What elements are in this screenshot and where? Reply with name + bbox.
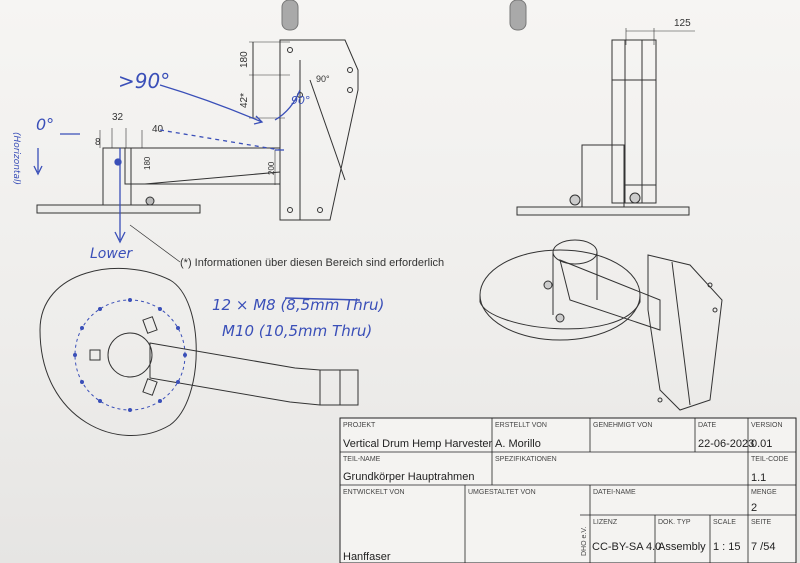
binder-rings xyxy=(281,0,527,31)
tb-label-file-name: DATEI-NAME xyxy=(593,489,636,496)
handwriting-zero-deg: 0° xyxy=(36,115,54,134)
front-view xyxy=(516,28,695,216)
tb-label-quantity: MENGE xyxy=(751,489,777,496)
tb-label-date: DATE xyxy=(698,422,716,429)
title-block: PROJEKT ERSTELLT VON GENEHMIGT VON DATE … xyxy=(339,417,797,563)
drawing-note: (*) Informationen über diesen Bereich si… xyxy=(180,257,444,269)
tb-page: 7 /54 xyxy=(751,541,775,553)
tb-part-code: 1.1 xyxy=(751,472,766,484)
side-view xyxy=(36,39,359,263)
tb-label-created-by: ERSTELLT VON xyxy=(495,422,547,429)
tb-developed-by: Hanffaser xyxy=(343,551,391,563)
tb-label-redesigned-by: UMGESTALTET VON xyxy=(468,489,536,496)
top-view xyxy=(39,268,359,436)
tb-label-part-code: TEIL-CODE xyxy=(751,456,789,463)
handwriting-bolts-line2: M10 (10,5mm Thru) xyxy=(222,322,372,340)
tb-doc-type: Assembly xyxy=(658,541,706,553)
dim-200-label: 200 xyxy=(267,161,276,175)
tb-label-license: LIZENZ xyxy=(593,519,618,526)
handwritten-marks xyxy=(33,84,361,301)
tb-org: DHO e.V. xyxy=(581,527,588,556)
dim-180-label: 180 xyxy=(239,51,250,68)
tb-part-name: Grundkörper Hauptrahmen xyxy=(343,471,474,483)
tb-label-project: PROJEKT xyxy=(343,422,376,429)
tb-label-doc-type: DOK. TYP xyxy=(658,519,691,526)
dim-32-label: 32 xyxy=(112,112,124,123)
tb-quantity: 2 xyxy=(751,502,757,514)
tb-label-approved-by: GENEHMIGT VON xyxy=(593,422,652,429)
bolt-holes xyxy=(73,298,187,412)
tb-scale: 1 : 15 xyxy=(713,541,741,553)
dim-180b-label: 180 xyxy=(143,156,152,170)
handwriting-horizontal: (Horizontal) xyxy=(11,132,21,185)
tb-date: 22-06-2023 xyxy=(698,438,754,450)
tb-license: CC-BY-SA 4.0 xyxy=(592,541,661,553)
dim-42-label: 42* xyxy=(239,93,250,108)
tb-label-page: SEITE xyxy=(751,519,772,526)
tb-version: 0.01 xyxy=(751,438,772,450)
handwriting-angle-gt90: >90° xyxy=(118,69,170,93)
tb-created-by: A. Morillo xyxy=(495,438,541,450)
dim-40-label: 40 xyxy=(152,124,164,135)
handwriting-lower: Lower xyxy=(90,246,133,262)
tb-label-scale: SCALE xyxy=(713,519,736,526)
tb-label-part-name: TEIL-NAME xyxy=(343,456,381,463)
isometric-view xyxy=(479,239,723,411)
tb-project: Vertical Drum Hemp Harvester xyxy=(343,438,492,450)
handwriting-angle-90: 90° xyxy=(291,94,311,107)
dim-8-label: 8 xyxy=(95,137,101,148)
dim-angle-90-label: 90° xyxy=(316,74,330,84)
handwriting-bolts-line1: 12 × M8 (8,5mm Thru) xyxy=(212,296,384,314)
tb-label-developed-by: ENTWICKELT VON xyxy=(343,489,405,496)
dim-125-label: 125 xyxy=(674,18,691,29)
tb-label-specifications: SPEZIFIKATIONEN xyxy=(495,456,557,463)
tb-label-version: VERSION xyxy=(751,422,783,429)
